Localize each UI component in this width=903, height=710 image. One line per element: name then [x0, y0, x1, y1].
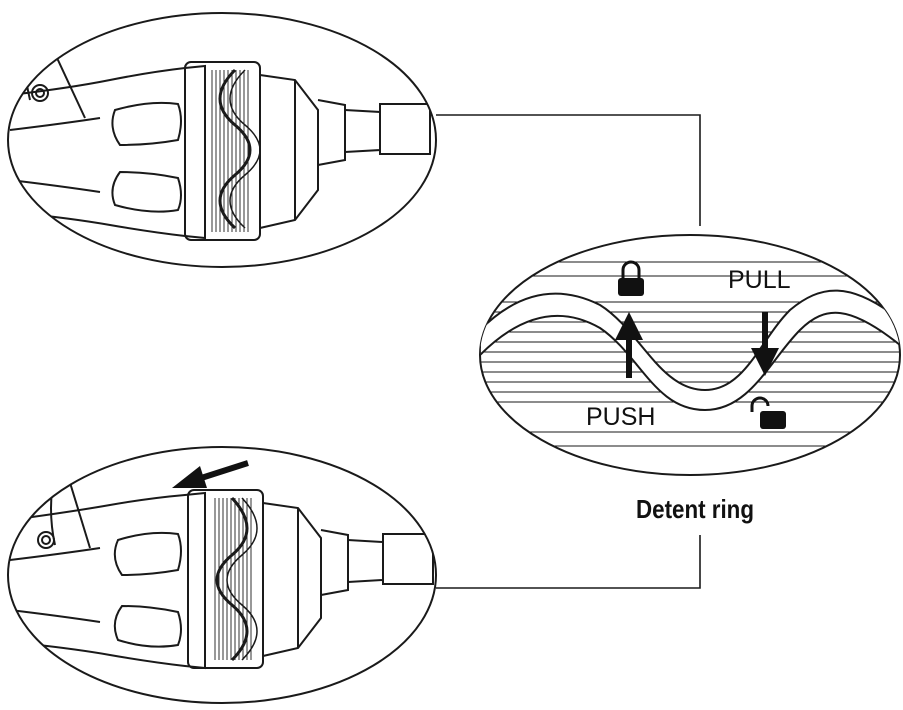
- detent-ring-caption: Detent ring: [636, 495, 754, 524]
- detent-ring-detail: PULL PUSH: [479, 234, 901, 476]
- arrow-down-icon: [751, 312, 779, 376]
- tool-closeup-top: [7, 12, 437, 268]
- lock-closed-icon: [618, 260, 644, 296]
- connector-lines: [436, 114, 701, 589]
- lock-open-icon: [750, 396, 786, 429]
- tool-closeup-bottom: [7, 446, 437, 704]
- arrow-left-icon: [172, 460, 249, 488]
- push-label: PUSH: [586, 403, 655, 431]
- pull-label: PULL: [728, 266, 791, 294]
- arrow-up-icon: [615, 312, 643, 378]
